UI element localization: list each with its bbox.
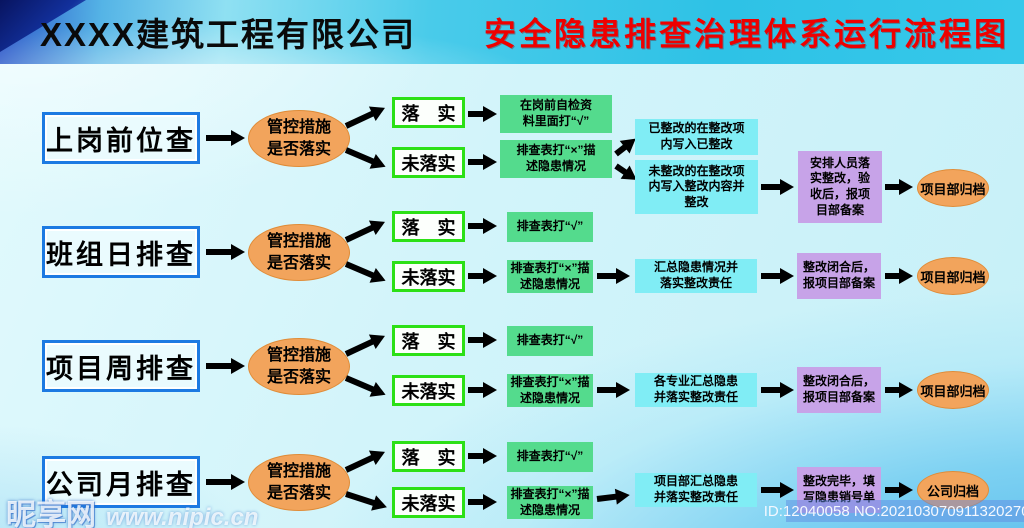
arrow-right-icon [468, 223, 484, 229]
poster-title: 安全隐患排查治理体系运行流程图 [484, 16, 1010, 52]
watermark-id-strip: ID:12040058 NO:20210307091132027086 [764, 500, 1024, 522]
watermark-site-name: 昵享网 [6, 499, 96, 528]
archive-ellipse: 项目部归档 [917, 257, 989, 295]
watermark-site-url: www.nipic.cn [106, 504, 259, 528]
arrow-right-icon [468, 337, 484, 343]
implemented-box: 落 实 [392, 441, 465, 472]
not-implemented-box: 未落实 [392, 261, 465, 292]
archive-ellipse: 项目部归档 [917, 169, 989, 207]
arrow-right-icon [761, 387, 781, 393]
arrow-up-right-icon [344, 454, 375, 473]
arrow-right-icon [761, 487, 781, 493]
arrow-right-icon [761, 184, 781, 190]
implemented-box: 落 实 [392, 97, 465, 128]
action-box: 安排人员落实整改，验收后，报项目部备案 [798, 151, 882, 223]
archive-ellipse: 项目部归档 [917, 371, 989, 409]
check-ok-box: 在岗前自检资料里面打“√” [500, 95, 612, 133]
check-ok-box: 排查表打“√” [507, 442, 593, 472]
arrow-right-icon [597, 387, 617, 393]
arrow-right-icon [206, 249, 232, 255]
check-fail-box: 排查表打“×”描述隐患情况 [507, 260, 593, 293]
check-ok-box: 排查表打“√” [507, 326, 593, 356]
decision-ellipse: 管控措施是否落实 [248, 454, 350, 511]
not-implemented-box: 未落实 [392, 147, 465, 178]
stage-label: 项目周排查 [42, 340, 200, 392]
arrow-right-icon [885, 387, 900, 393]
arrow-right-icon [468, 159, 484, 165]
arrow-right-icon [206, 479, 232, 485]
rectified-box: 已整改的在整改项内写入已整改 [635, 119, 758, 155]
header-banner: XXXX建筑工程有限公司 安全隐患排查治理体系运行流程图 [0, 0, 1024, 64]
arrow-right-icon [468, 499, 484, 505]
check-fail-box: 排查表打“×”描述隐患情况 [507, 486, 593, 519]
arrow-right-icon [597, 273, 617, 279]
arrow-right-icon [885, 487, 900, 493]
decision-ellipse: 管控措施是否落实 [248, 224, 350, 281]
not-implemented-box: 未落实 [392, 375, 465, 406]
summary-box: 项目部汇总隐患并落实整改责任 [635, 473, 757, 507]
check-fail-box: 排查表打“×”描述隐患情况 [507, 374, 593, 407]
summary-box: 各专业汇总隐患并落实整改责任 [635, 373, 757, 407]
stage-label: 班组日排查 [42, 226, 200, 278]
decision-ellipse: 管控措施是否落实 [248, 338, 350, 395]
implemented-box: 落 实 [392, 325, 465, 356]
arrow-right-icon [885, 184, 900, 190]
arrow-right-icon [206, 363, 232, 369]
action-box: 整改闭合后，报项目部备案 [797, 367, 881, 413]
arrow-right-icon [468, 387, 484, 393]
arrow-right-icon [468, 273, 484, 279]
arrow-right-icon [468, 453, 484, 459]
company-title: XXXX建筑工程有限公司 [40, 16, 417, 53]
arrow-down-right-icon [345, 491, 376, 507]
stage-label: 上岗前位查 [42, 112, 200, 164]
not-rectified-box: 未整改的在整改项内写入整改内容并整改 [635, 160, 758, 214]
summary-box: 汇总隐患情况并落实整改责任 [635, 259, 757, 293]
watermark-site: 昵享网 www.nipic.cn [6, 490, 258, 528]
check-fail-box: 排查表打“×”描述隐患情况 [500, 140, 612, 178]
not-implemented-box: 未落实 [392, 487, 465, 518]
arrow-right-icon [596, 493, 618, 502]
stage-label: 公司月排查 [42, 456, 200, 508]
decision-ellipse: 管控措施是否落实 [248, 110, 350, 167]
check-ok-box: 排查表打“√” [507, 212, 593, 242]
arrow-right-icon [885, 273, 900, 279]
arrow-right-icon [206, 135, 232, 141]
implemented-box: 落 实 [392, 211, 465, 242]
arrow-right-icon [468, 111, 484, 117]
arrow-right-icon [761, 273, 781, 279]
action-box: 整改闭合后，报项目部备案 [797, 253, 881, 299]
